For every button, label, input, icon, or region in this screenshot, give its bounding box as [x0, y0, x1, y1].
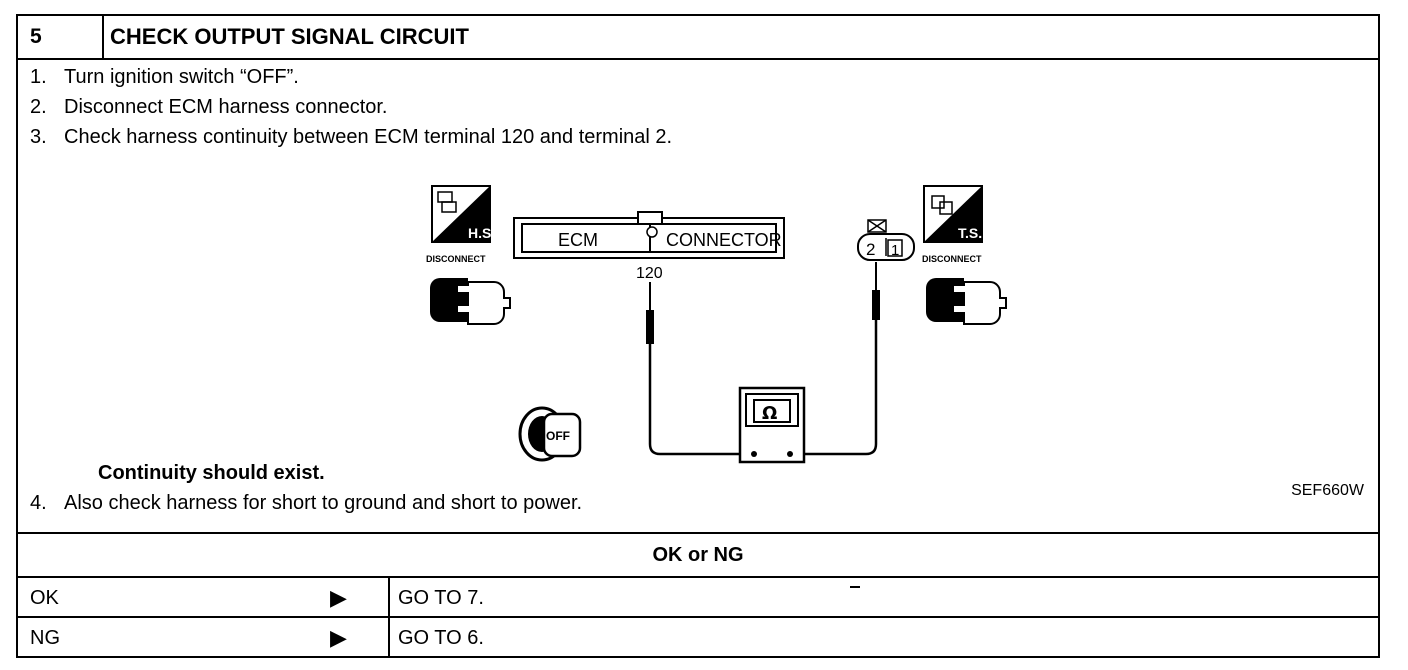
connector-label: CONNECTOR	[666, 230, 782, 250]
left-disconnect-label: DISCONNECT	[426, 254, 486, 264]
outcome-action: GO TO 7.	[398, 587, 484, 609]
arrow-right-icon: ▶	[330, 625, 347, 650]
continuity-check-diagram: H.S. DISCONNECT ECM CONNECTOR 120	[426, 185, 1007, 464]
step-number: 5	[18, 16, 104, 58]
right-disconnect-label: DISCONNECT	[922, 254, 982, 264]
column-divider	[388, 618, 390, 658]
two-pin-connector: 2 1	[857, 219, 915, 261]
right-probe	[786, 262, 880, 456]
diagnostic-procedure-sheet: 5 CHECK OUTPUT SIGNAL CIRCUIT 1.Turn ign…	[16, 14, 1380, 658]
outcome-row-ok: OK ▶ GO TO 7.	[18, 576, 1378, 618]
procedure-header: 5 CHECK OUTPUT SIGNAL CIRCUIT	[18, 16, 1378, 60]
left-probe	[646, 282, 754, 456]
procedure-body: 1.Turn ignition switch “OFF”. 2.Disconne…	[18, 60, 1378, 532]
ecm-connector: ECM CONNECTOR	[513, 211, 785, 259]
step-3: 3.Check harness continuity between ECM t…	[30, 126, 673, 148]
procedure-title: CHECK OUTPUT SIGNAL CIRCUIT	[110, 24, 469, 49]
terminal-120-label: 120	[636, 265, 663, 282]
outcome-row-ng: NG ▶ GO TO 6.	[18, 616, 1378, 658]
column-divider	[388, 578, 390, 618]
pin-1-label: 1	[891, 242, 899, 259]
hs-label: H.S.	[468, 225, 495, 241]
harness-side-badge: H.S.	[431, 185, 495, 243]
ohm-symbol: Ω	[762, 403, 777, 424]
outcome-action: GO TO 6.	[398, 627, 484, 649]
expected-result: Continuity should exist.	[98, 462, 325, 484]
step-2: 2.Disconnect ECM harness connector.	[30, 96, 388, 118]
step-1: 1.Turn ignition switch “OFF”.	[30, 66, 299, 88]
figure-reference: SEF660W	[1291, 482, 1364, 499]
outcome-label: NG	[30, 627, 60, 649]
outcome-label: OK	[30, 587, 59, 609]
stray-mark	[850, 586, 860, 588]
terminal-side-badge: T.S.	[923, 185, 983, 243]
arrow-right-icon: ▶	[330, 585, 347, 610]
decision-label: OK or NG	[18, 532, 1378, 576]
key-off-label: OFF	[546, 429, 570, 443]
ecm-label: ECM	[558, 230, 598, 250]
right-disconnect-connector-icon	[926, 278, 1007, 325]
ohmmeter-icon: Ω	[738, 386, 806, 464]
ts-label: T.S.	[958, 225, 982, 241]
ignition-key-off-icon: OFF	[518, 406, 582, 462]
left-disconnect-connector-icon	[430, 278, 511, 325]
pin-2-label: 2	[866, 240, 875, 259]
step-4: 4.Also check harness for short to ground…	[30, 492, 583, 514]
